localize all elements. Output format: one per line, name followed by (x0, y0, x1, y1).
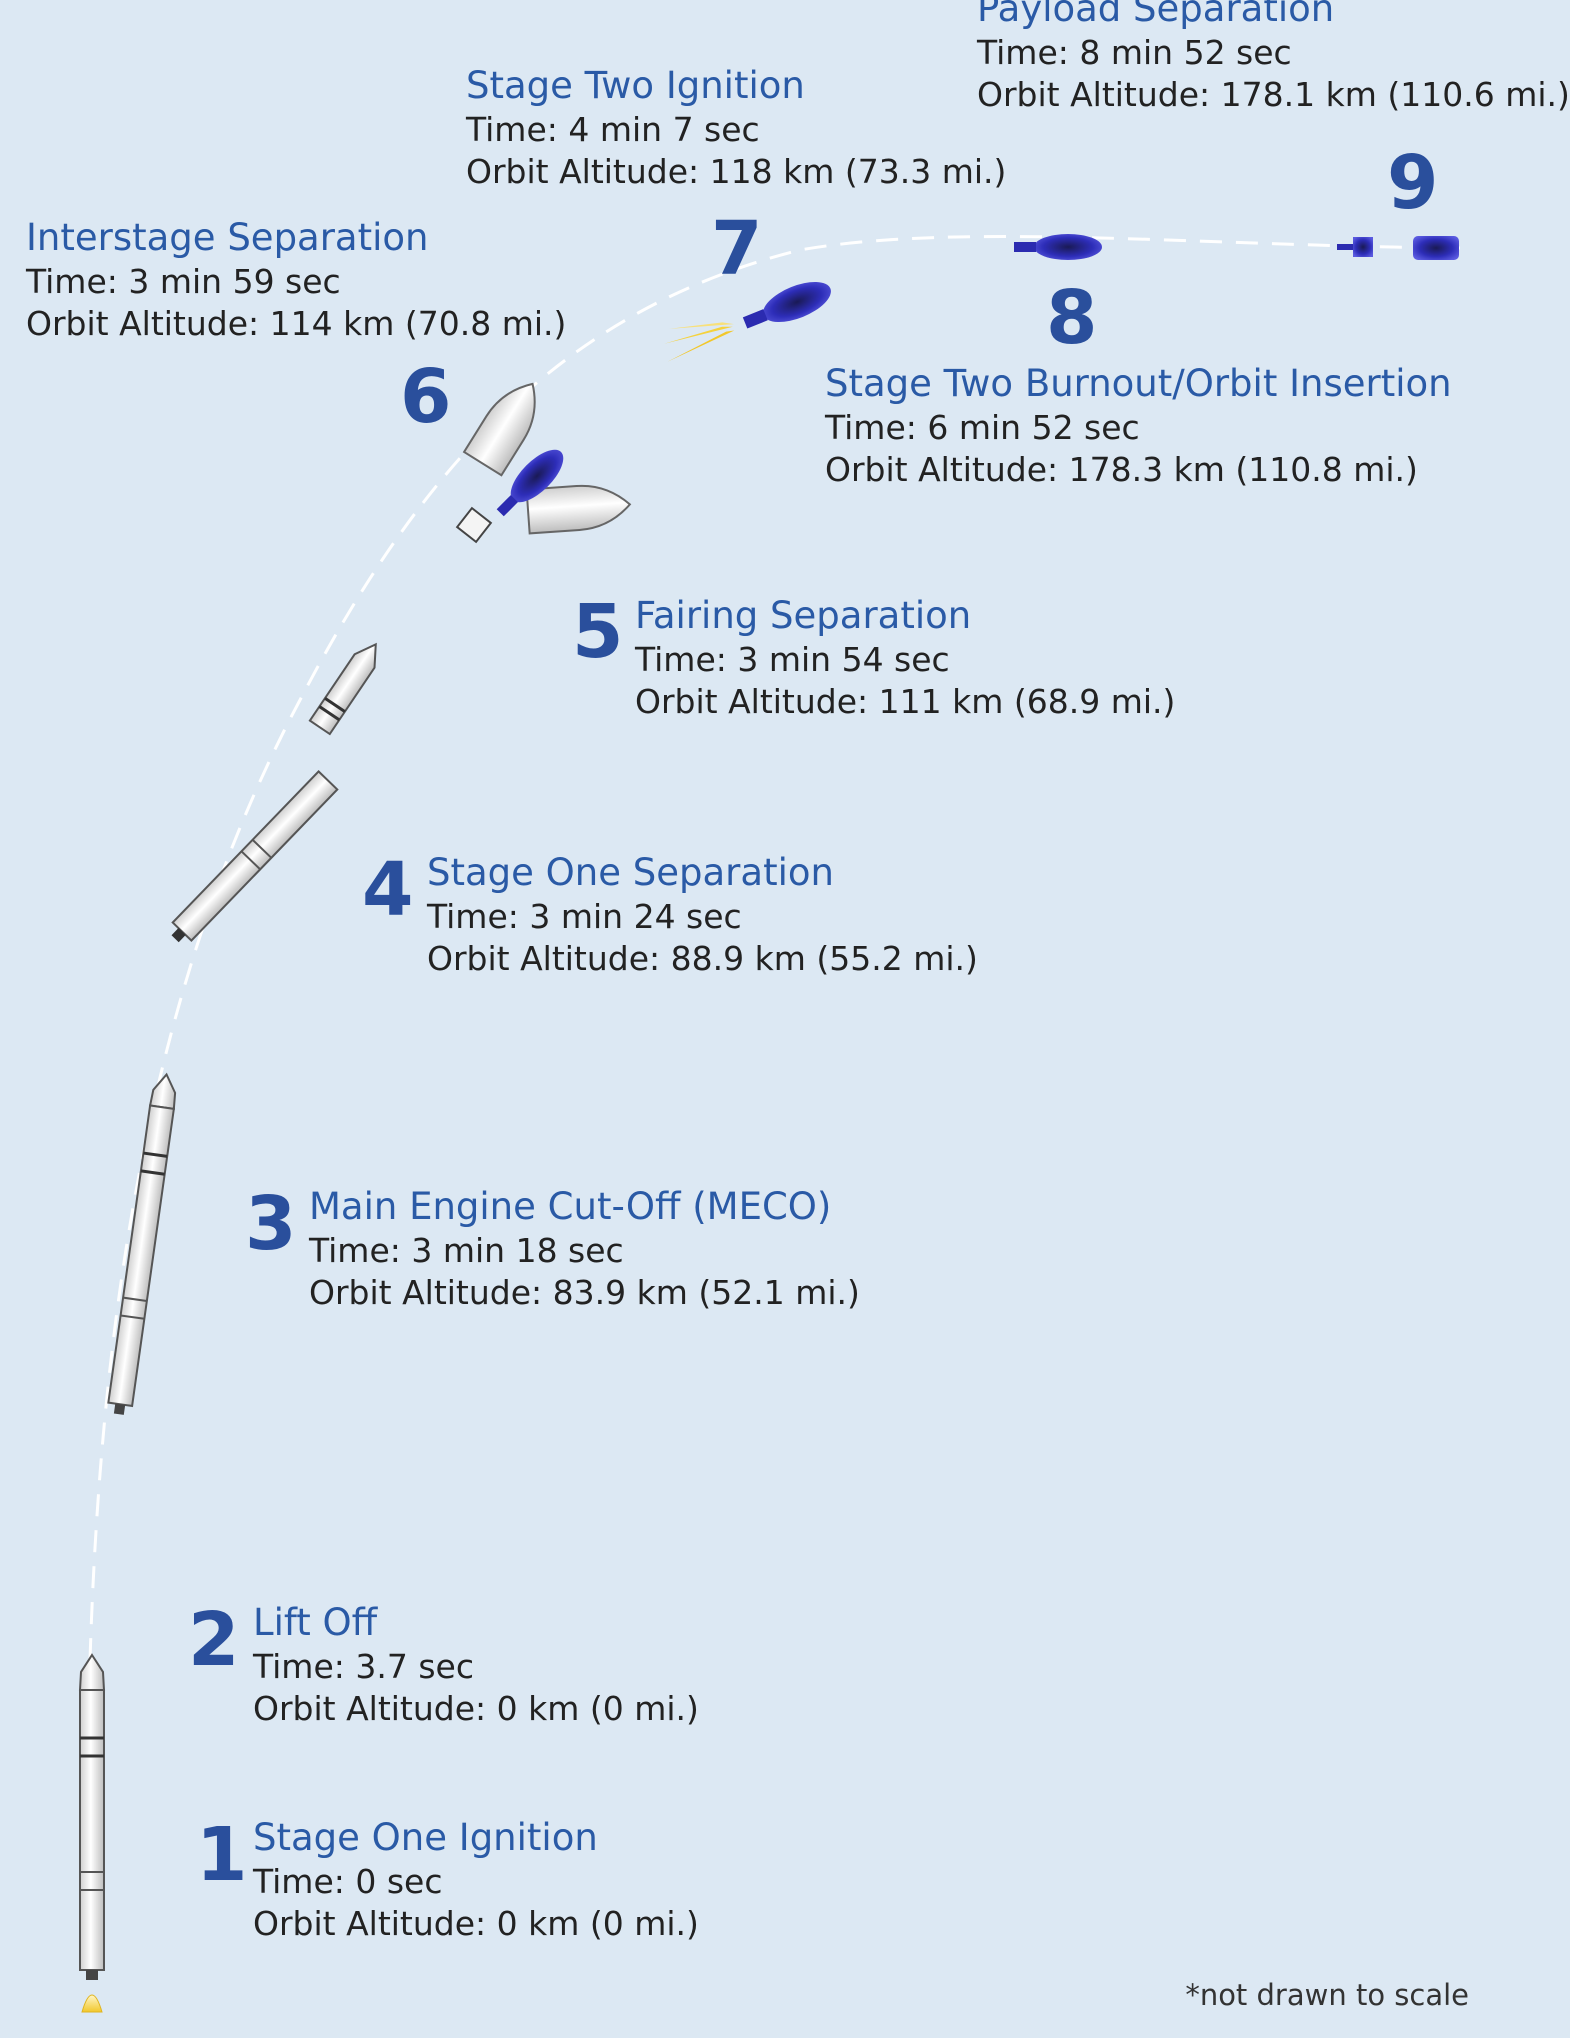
stage-number-1: 1 (196, 1812, 248, 1898)
fairing-icon (462, 382, 536, 477)
upper-stage-icon (496, 449, 564, 517)
stage-time: Time: 8 min 52 sec (977, 33, 1292, 72)
stage-altitude: Orbit Altitude: 0 km (0 mi.) (253, 1689, 699, 1728)
stage-title: Stage Two Burnout/Orbit Insertion (825, 362, 1452, 405)
stage-number-6: 6 (400, 354, 452, 440)
flame-icon (81, 1994, 103, 2013)
stage-number-7: 7 (711, 206, 763, 292)
stage-altitude: Orbit Altitude: 178.3 km (110.8 mi.) (825, 450, 1418, 489)
launch-sequence-diagram (78, 234, 1461, 2013)
rocket-icon (308, 642, 377, 736)
stage-time: Time: 0 sec (253, 1862, 443, 1901)
stage-title: Lift Off (253, 1601, 378, 1644)
stage-info-3: Main Engine Cut-Off (MECO) Time: 3 min 1… (309, 1184, 860, 1314)
stage-info-4: Stage One Separation Time: 3 min 24 sec … (427, 850, 978, 980)
stage-time: Time: 3 min 59 sec (26, 262, 341, 301)
stage-info-1: Stage One Ignition Time: 0 sec Orbit Alt… (253, 1815, 699, 1945)
stage-time: Time: 3 min 24 sec (427, 897, 742, 936)
upper-stage-icon (1337, 237, 1373, 257)
stage-info-6: Interstage Separation Time: 3 min 59 sec… (26, 215, 566, 345)
stage-title: Main Engine Cut-Off (MECO) (309, 1185, 832, 1228)
stage-info-7: Stage Two Ignition Time: 4 min 7 sec Orb… (466, 63, 1006, 193)
stage-time: Time: 4 min 7 sec (466, 110, 760, 149)
rocket-icon (171, 770, 339, 943)
upper-stage-icon (1014, 234, 1102, 260)
stage-altitude: Orbit Altitude: 178.1 km (110.6 mi.) (977, 75, 1570, 114)
stage-altitude: Orbit Altitude: 111 km (68.9 mi.) (635, 682, 1176, 721)
stage-info-2: Lift Off Time: 3.7 sec Orbit Altitude: 0… (253, 1600, 699, 1730)
stage-number-9: 9 (1387, 140, 1439, 226)
fairing-icon (525, 484, 632, 535)
stage-title: Fairing Separation (635, 594, 972, 637)
stage-altitude: Orbit Altitude: 118 km (73.3 mi.) (466, 152, 1007, 191)
stage-title: Stage One Separation (427, 851, 834, 894)
stage-time: Time: 3.7 sec (253, 1647, 474, 1686)
footnote: *not drawn to scale (1185, 1978, 1469, 2012)
stage-number-3: 3 (245, 1181, 297, 1267)
interstage-icon (455, 506, 493, 544)
payload-icon (1413, 236, 1459, 260)
stage-time: Time: 3 min 18 sec (309, 1231, 624, 1270)
stage-info-8: Stage Two Burnout/Orbit Insertion Time: … (825, 361, 1452, 491)
stage-altitude: Orbit Altitude: 114 km (70.8 mi.) (26, 304, 567, 343)
stage-title: Payload Separation (977, 0, 1335, 30)
stage-time: Time: 3 min 54 sec (635, 640, 950, 679)
stage-title: Stage Two Ignition (466, 64, 805, 107)
stage-info-5: Fairing Separation Time: 3 min 54 sec Or… (635, 593, 1175, 723)
stage-info-9: Payload Separation Time: 8 min 52 sec Or… (977, 0, 1570, 116)
stage-number-4: 4 (362, 847, 414, 933)
upper-stage-icon (742, 281, 831, 329)
stage-number-8: 8 (1046, 275, 1098, 361)
stage-title: Interstage Separation (26, 216, 429, 259)
stage-time: Time: 6 min 52 sec (825, 408, 1140, 447)
stage-title: Stage One Ignition (253, 1816, 598, 1859)
stage-altitude: Orbit Altitude: 83.9 km (52.1 mi.) (309, 1273, 860, 1312)
rocket-icon (107, 1072, 177, 1415)
stage-number-2: 2 (188, 1597, 240, 1683)
stage-altitude: Orbit Altitude: 0 km (0 mi.) (253, 1904, 699, 1943)
rocket-icon (78, 1653, 106, 1980)
flame-icon (664, 322, 735, 362)
stage-number-5: 5 (572, 589, 624, 675)
stage-altitude: Orbit Altitude: 88.9 km (55.2 mi.) (427, 939, 978, 978)
